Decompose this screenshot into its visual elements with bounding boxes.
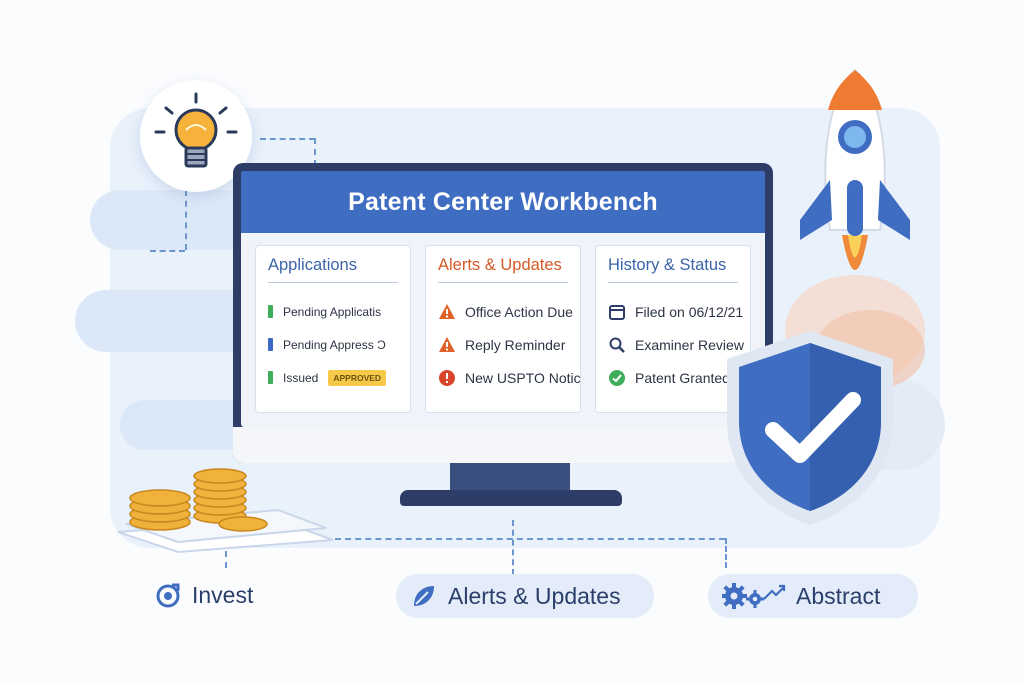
calendar-icon (608, 303, 626, 321)
connector-line (725, 538, 727, 568)
application-row[interactable]: Pending Appress Ɔ (268, 328, 398, 361)
check-circle-icon (608, 369, 626, 387)
history-row[interactable]: Filed on 06/12/21 (608, 295, 738, 328)
applications-panel: Applications Pending Applicatis Pending … (255, 245, 411, 413)
target-icon (154, 581, 182, 609)
alert-label: New USPTO Notice (465, 370, 581, 386)
history-label: Filed on 06/12/21 (635, 304, 743, 320)
gears-icon (722, 581, 786, 611)
connector-line (260, 138, 315, 140)
invest-feature[interactable]: Invest (140, 573, 288, 617)
application-label: Pending Applicatis (283, 305, 381, 319)
warning-icon (438, 336, 456, 354)
abstract-label: Abstract (796, 583, 880, 610)
application-row[interactable]: Pending Applicatis (268, 295, 398, 328)
alerts-label: Alerts & Updates (448, 583, 621, 610)
connector-line (185, 190, 187, 250)
connector-line (314, 138, 316, 166)
alert-label: Reply Reminder (465, 337, 565, 353)
application-row[interactable]: Issued APPROVED (268, 361, 398, 394)
alert-row[interactable]: Reply Reminder (438, 328, 568, 361)
alerts-feature[interactable]: Alerts & Updates (396, 574, 654, 618)
application-label: Issued (283, 371, 318, 385)
alerts-title: Alerts & Updates (438, 256, 568, 283)
invest-label: Invest (192, 582, 253, 609)
monitor-base (400, 490, 622, 506)
alert-label: Office Action Due (465, 304, 573, 320)
alert-row[interactable]: Office Action Due (438, 295, 568, 328)
status-bar-icon (268, 371, 273, 384)
shield-check-icon (715, 325, 905, 530)
window-title: Patent Center Workbench (241, 171, 765, 233)
magnifier-icon (608, 336, 626, 354)
connector-line (512, 520, 514, 575)
connector-line (150, 250, 185, 252)
connector-line (335, 538, 725, 540)
status-bar-icon (268, 305, 273, 318)
app-window: Patent Center Workbench Applications Pen… (241, 171, 765, 427)
history-title: History & Status (608, 256, 738, 283)
abstract-feature[interactable]: Abstract (708, 574, 918, 618)
alerts-panel: Alerts & Updates Office Action Due Reply… (425, 245, 581, 413)
monitor: Patent Center Workbench Applications Pen… (233, 163, 773, 463)
coins-icon (108, 462, 338, 557)
monitor-bezel (233, 427, 773, 463)
leaf-icon (410, 582, 438, 610)
status-bar-icon (268, 338, 273, 351)
application-label: Pending Appress Ɔ (283, 338, 386, 352)
alert-circle-icon (438, 369, 456, 387)
warning-icon (438, 303, 456, 321)
alert-row[interactable]: New USPTO Notice (438, 361, 568, 394)
applications-title: Applications (268, 256, 398, 283)
approved-badge: APPROVED (328, 370, 386, 386)
